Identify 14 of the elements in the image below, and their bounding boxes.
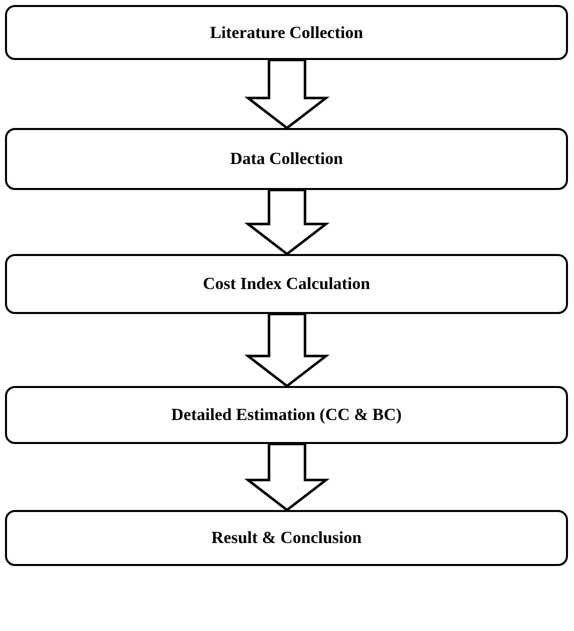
process-box xyxy=(5,254,568,314)
step-label: Literature Collection xyxy=(210,22,364,42)
step-label: Result & Conclusion xyxy=(211,528,362,548)
step-label: Cost Index Calculation xyxy=(202,274,370,294)
step-label: Detailed Estimation (CC & BC) xyxy=(171,405,402,425)
process-box xyxy=(5,5,568,60)
block-arrow xyxy=(244,312,330,388)
process-box xyxy=(5,510,568,566)
block-arrow xyxy=(244,58,330,130)
process-box xyxy=(5,386,568,444)
block-arrow xyxy=(244,188,330,256)
step-label: Data Collection xyxy=(230,149,343,169)
process-box xyxy=(5,128,568,190)
block-arrow xyxy=(244,442,330,512)
